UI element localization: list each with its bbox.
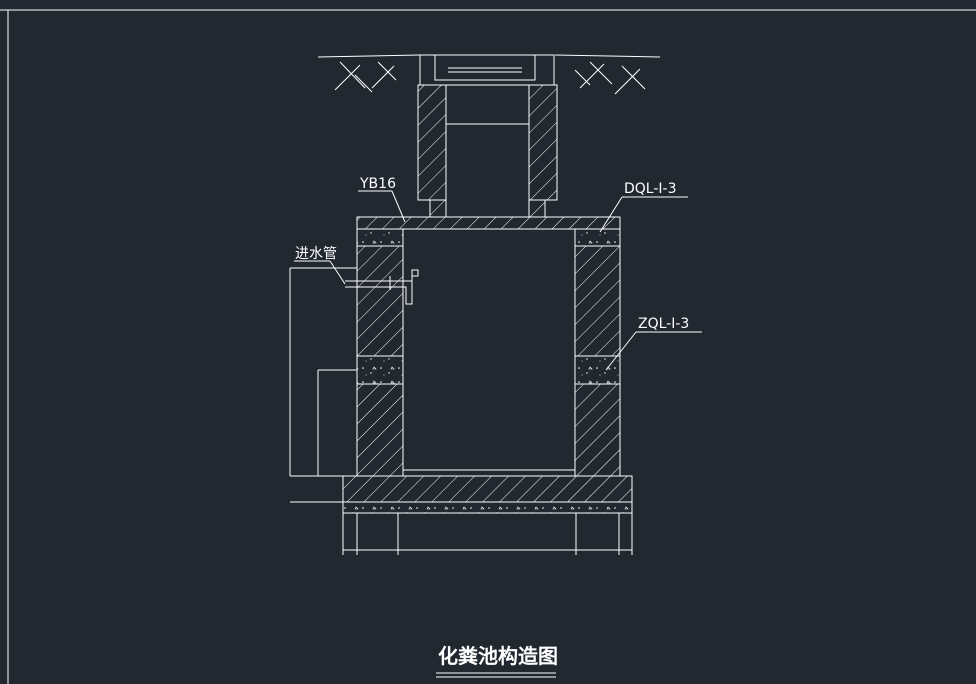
tank-walls — [356, 229, 621, 477]
label-inlet-pipe: 进水管 — [295, 246, 337, 262]
ground-soil — [317, 54, 661, 95]
leader-lines — [294, 190, 702, 371]
dimension-lines — [289, 267, 633, 555]
manhole-cover — [419, 54, 555, 86]
inlet-pipe — [345, 269, 419, 305]
drawing-title: 化粪池构造图 — [438, 644, 558, 668]
drawing-frame — [0, 9, 976, 684]
manhole-shaft — [404, 84, 575, 218]
bottom-slab — [290, 475, 633, 514]
label-top-ring-beam: DQL-I-3 — [624, 181, 677, 197]
top-ring-beam — [356, 228, 621, 247]
label-middle-ring-beam: ZQL-I-3 — [638, 316, 689, 332]
cover-slab — [356, 216, 621, 230]
label-cover-slab: YB16 — [359, 176, 396, 192]
